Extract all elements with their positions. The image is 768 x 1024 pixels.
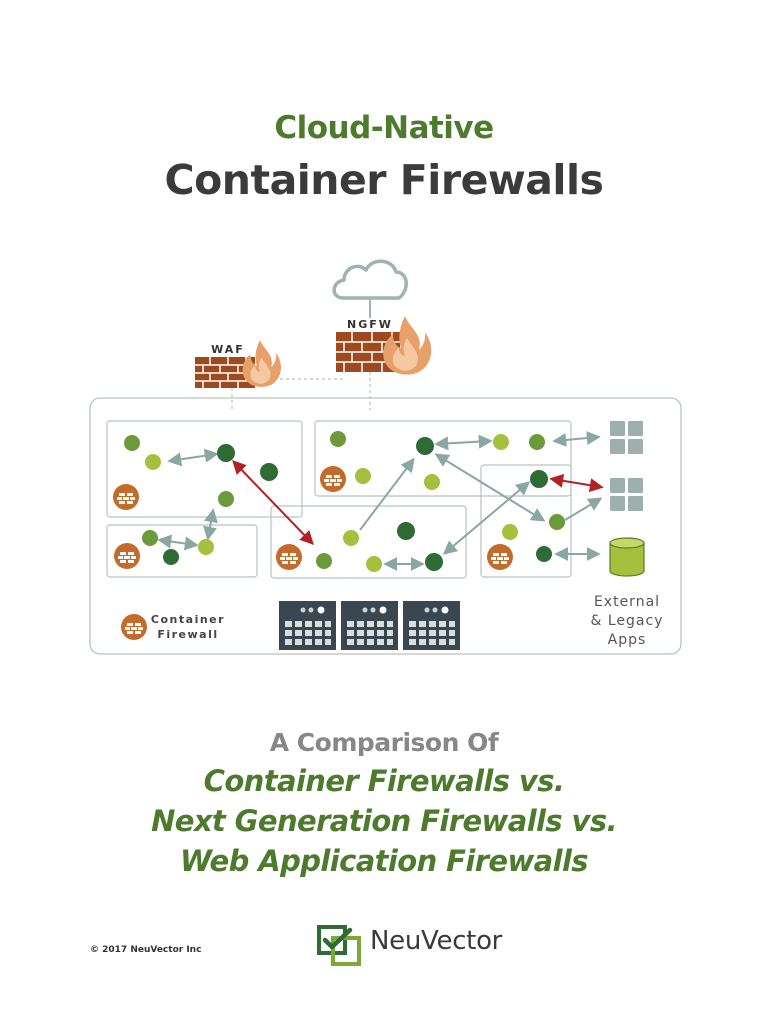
brand-name: NeuVector	[370, 926, 503, 956]
container-node	[493, 434, 509, 450]
legend-label-line1: Container	[151, 613, 225, 626]
container-node	[218, 491, 234, 507]
container-node	[124, 435, 140, 451]
server-rack-icon	[279, 601, 460, 650]
container-firewall-icon	[114, 543, 140, 569]
container-node	[536, 546, 552, 562]
container-node	[416, 437, 434, 455]
waf-label: WAF	[211, 343, 245, 356]
container-node	[549, 514, 565, 530]
external-app-grid-icon	[610, 421, 643, 454]
container-node	[529, 434, 545, 450]
container-node	[316, 553, 332, 569]
comparison-line-1: Container Firewalls vs.	[203, 764, 565, 798]
external-label-line1: External	[594, 594, 660, 610]
database-icon	[609, 537, 645, 577]
comparison-intro: A Comparison Of	[269, 728, 499, 757]
cluster-boundary	[89, 397, 682, 655]
legend-label-line2: Firewall	[157, 628, 218, 641]
title-kicker: Cloud-Native	[274, 110, 494, 146]
container-node	[260, 463, 278, 481]
container-node	[217, 444, 235, 462]
container-node	[502, 524, 518, 540]
comparison-line-2: Next Generation Firewalls vs.	[151, 804, 617, 838]
container-node	[343, 530, 359, 546]
container-firewall-icon	[276, 544, 302, 570]
host-box	[106, 524, 258, 578]
container-node	[163, 549, 179, 565]
copyright-notice: © 2017 NeuVector Inc	[90, 945, 202, 955]
neuvector-logo-icon	[317, 925, 361, 966]
waf-flame-icon	[242, 340, 281, 387]
container-firewall-icon	[113, 484, 139, 510]
cloud-icon	[332, 259, 408, 300]
container-node	[397, 522, 415, 540]
ngfw-label: NGFW	[347, 318, 393, 331]
container-node	[355, 468, 371, 484]
container-node	[142, 530, 158, 546]
container-node	[530, 470, 548, 488]
container-node	[425, 553, 443, 571]
container-node	[366, 556, 382, 572]
container-firewall-icon	[320, 466, 346, 492]
container-node	[145, 454, 161, 470]
container-node	[330, 431, 346, 447]
external-label-line3: Apps	[608, 632, 647, 648]
external-app-grid-icon	[610, 478, 643, 511]
legend-firewall-icon	[121, 614, 147, 640]
external-label-line2: & Legacy	[591, 613, 664, 629]
network-diagram: NGFW WAF	[89, 259, 682, 655]
container-firewall-icon	[487, 544, 513, 570]
container-node	[198, 539, 214, 555]
comparison-line-3: Web Application Firewalls	[180, 844, 589, 878]
container-node	[424, 474, 440, 490]
page-title: Container Firewalls	[164, 156, 604, 204]
